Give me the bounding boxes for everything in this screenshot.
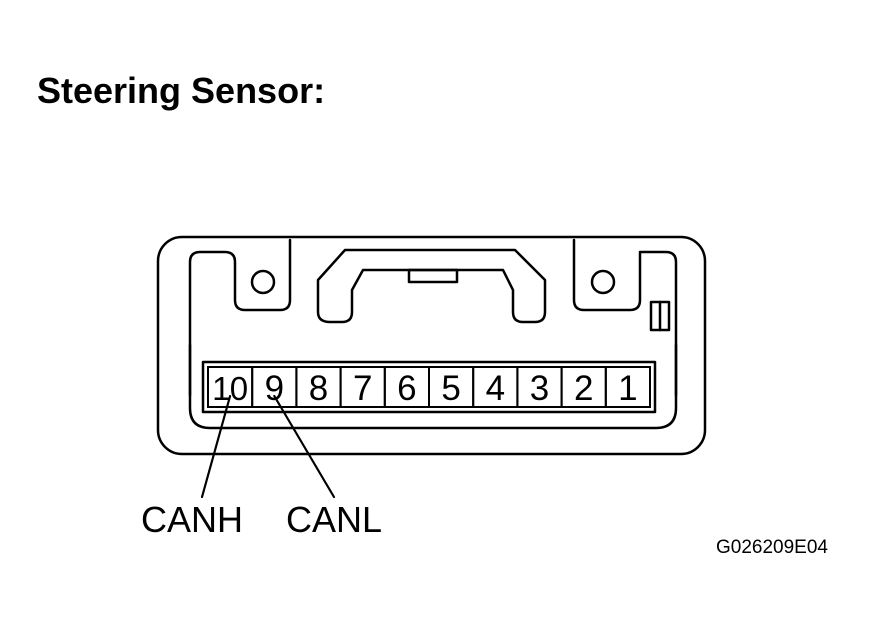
pin-number-1: 1 — [618, 369, 637, 408]
pin-number-10: 10 — [212, 370, 248, 407]
locking-tab-slot — [407, 268, 459, 284]
signal-label-canh: CANH — [141, 499, 243, 540]
pin-number-4: 4 — [486, 369, 505, 408]
pin-number-9: 9 — [265, 369, 284, 408]
pin-number-7: 7 — [353, 369, 372, 408]
signal-labels: CANH CANL — [141, 499, 382, 540]
connector-housing — [156, 235, 707, 456]
pin-cell-1 — [604, 366, 651, 408]
lead-line-pin-10 — [200, 394, 232, 499]
pin-number-2: 2 — [574, 369, 593, 408]
pin-number-8: 8 — [309, 369, 328, 408]
pin-number-5: 5 — [441, 369, 460, 408]
locking-tab — [316, 248, 547, 324]
signal-label-canl: CANL — [286, 499, 382, 540]
pin-number-3: 3 — [530, 369, 549, 408]
mount-hole-right — [590, 269, 616, 295]
lead-line-pin-9 — [273, 394, 336, 499]
figure-id: G026209E04 — [716, 537, 828, 558]
diagram-title: Steering Sensor: — [37, 70, 326, 111]
connector-inner-outline — [188, 238, 678, 430]
mount-hole-left — [250, 269, 276, 295]
signal-leads — [200, 394, 336, 499]
pin-block — [201, 360, 657, 414]
pin-number-6: 6 — [397, 369, 416, 408]
